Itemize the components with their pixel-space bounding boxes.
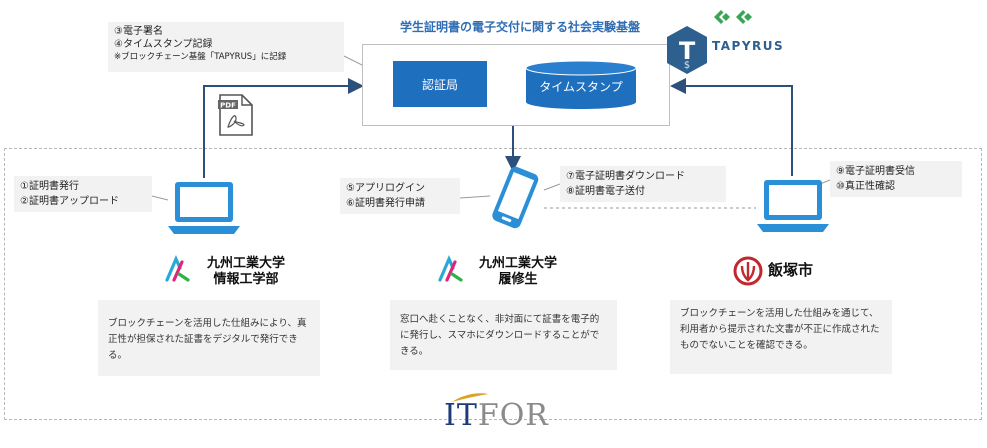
kyutech-logo bbox=[438, 255, 463, 282]
svg-text:T: T bbox=[679, 37, 696, 65]
timestamp-database-icon bbox=[525, 60, 637, 109]
university-laptop-icon bbox=[168, 182, 240, 234]
university-step2: ②証明書アップロード bbox=[20, 196, 119, 207]
platform-title: 学生証明書の電子交付に関する社会実験基盤 bbox=[399, 20, 640, 34]
city-steps-note: ⑨電子証明書受信 ⑩真正性確認 bbox=[830, 161, 962, 197]
smartphone-icon bbox=[492, 166, 539, 229]
tapyrus-leaf-icon bbox=[714, 10, 755, 24]
itfor-swoosh-icon bbox=[452, 393, 488, 402]
itfor-logo: ITFOR bbox=[444, 398, 549, 433]
svg-text:PDF: PDF bbox=[220, 102, 236, 110]
verify-arrow bbox=[670, 78, 793, 176]
signing-note-line2: ④タイムスタンプ記録 bbox=[114, 39, 213, 50]
pdf-document-icon: PDF bbox=[218, 94, 253, 136]
city-step10: ⑩真正性確認 bbox=[836, 181, 895, 192]
city-name: 飯塚市 bbox=[768, 261, 814, 279]
university-dept-name: 九州工業大学 情報工学部 bbox=[206, 256, 285, 287]
kyutech-logo bbox=[165, 255, 190, 282]
city-step9: ⑨電子証明書受信 bbox=[836, 166, 915, 177]
iizuka-emblem bbox=[733, 256, 763, 286]
certificate-authority-box: 認証局 bbox=[393, 61, 487, 107]
student-name: 九州工業大学 履修生 bbox=[478, 256, 557, 287]
student-steps-note: ⑤アプリログイン ⑥証明書発行申請 bbox=[340, 178, 460, 214]
student-description: 窓口へ赴くことなく、非対面にて証書を電子的に発行し、スマホにダウンロードすること… bbox=[390, 300, 617, 370]
tapyrus-wordmark: TAPYRUS bbox=[712, 39, 785, 53]
svg-text:$: $ bbox=[684, 60, 690, 71]
city-description: ブロックチェーンを活用した仕組みを通じて、利用者から提示された文書が不正に作成さ… bbox=[670, 300, 892, 374]
signing-note: ③電子署名 ④タイムスタンプ記録 ※ブロックチェーン基盤「TAPYRUS」に記録 bbox=[108, 22, 344, 72]
participants-frame bbox=[4, 148, 982, 420]
signing-note-line3: ※ブロックチェーン基盤「TAPYRUS」に記録 bbox=[114, 52, 287, 62]
city-laptop-icon bbox=[757, 180, 829, 232]
download-step7: ⑦電子証明書ダウンロード bbox=[566, 171, 685, 182]
download-steps-note: ⑦電子証明書ダウンロード ⑧証明書電子送付 bbox=[560, 166, 726, 202]
student-step6: ⑥証明書発行申請 bbox=[346, 198, 425, 209]
tapyrus-logo: T $ bbox=[667, 26, 707, 74]
signing-note-line1: ③電子署名 bbox=[114, 26, 163, 37]
university-steps-note: ①証明書発行 ②証明書アップロード bbox=[14, 176, 152, 212]
university-description: ブロックチェーンを活用した仕組みにより、真正性が担保された証書をデジタルで発行で… bbox=[98, 300, 320, 376]
timestamp-label: タイムスタンプ bbox=[539, 80, 623, 94]
university-step1: ①証明書発行 bbox=[20, 181, 79, 192]
student-step5: ⑤アプリログイン bbox=[346, 183, 425, 194]
upload-arrow bbox=[203, 78, 364, 178]
download-step8: ⑧証明書電子送付 bbox=[566, 186, 645, 197]
